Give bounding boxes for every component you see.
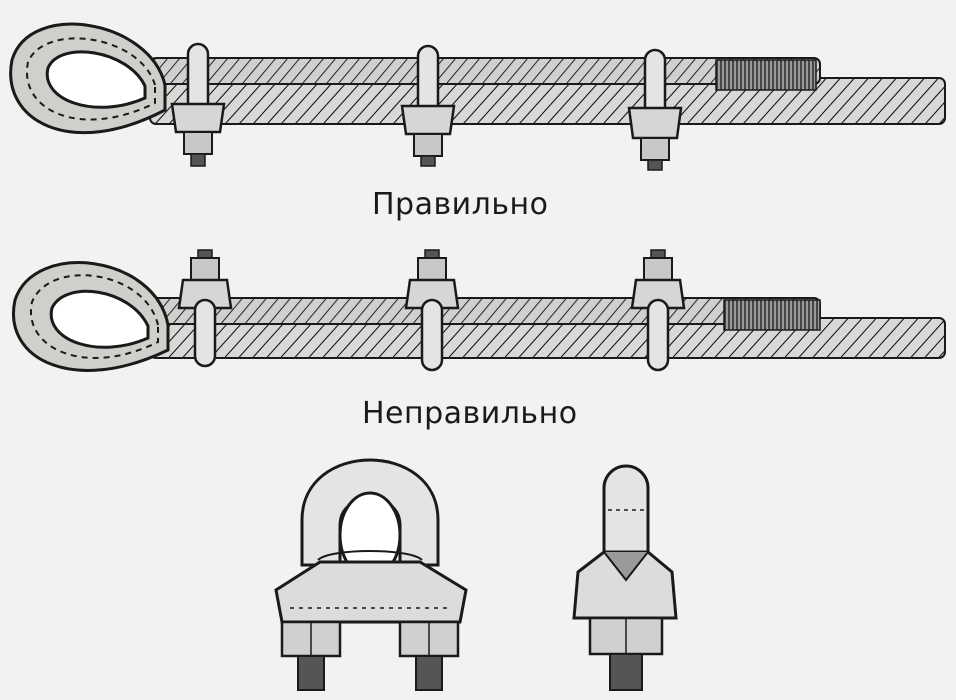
- clamp-incorrect-3: [630, 249, 686, 372]
- clamp-correct-2: [400, 44, 456, 167]
- thimble-eye: [9, 22, 167, 135]
- thimble-eye: [12, 261, 170, 372]
- row-incorrect: [12, 249, 946, 372]
- caption-incorrect: Неправильно: [362, 396, 578, 431]
- clamp-front-view: [274, 458, 468, 691]
- clamp-correct-1: [170, 42, 226, 167]
- clamp-incorrect-2: [404, 249, 460, 372]
- clamp-incorrect-1: [177, 249, 233, 368]
- clamp-correct-3: [627, 48, 683, 171]
- dead-rope: [149, 297, 821, 325]
- seizing-wrap: [723, 299, 821, 331]
- clamp-side-view: [572, 464, 678, 691]
- seizing-wrap: [715, 59, 817, 91]
- row-correct: [9, 22, 946, 171]
- caption-correct: Правильно: [372, 187, 549, 222]
